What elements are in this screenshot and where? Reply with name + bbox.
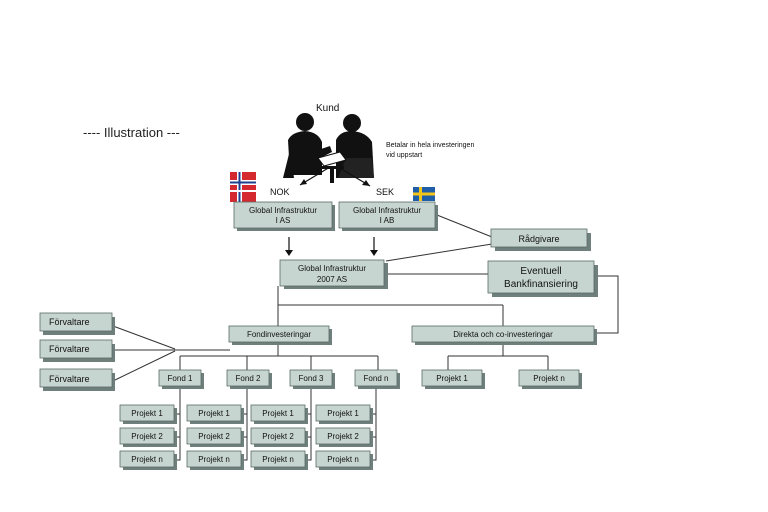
direct-project-box-n: Projekt n — [518, 369, 582, 389]
manager-label: Förvaltare — [49, 317, 90, 327]
sweden-flag-icon — [413, 187, 435, 201]
currency-nok: NOK — [270, 187, 290, 197]
fund-project-label: Projekt 1 — [198, 409, 230, 418]
illustration-label: ---- Illustration --- — [83, 125, 180, 140]
fund-projects-col-1: Projekt 1 Projekt 2 Projekt n — [119, 404, 177, 470]
client-note-line2: vid uppstart — [386, 152, 422, 159]
entity-as-line1: Global Infrastruktur — [249, 206, 317, 215]
fund-project-label: Projekt 2 — [327, 432, 359, 441]
entity-ab-line2: I AB — [380, 216, 395, 225]
bank-line2: Bankfinansiering — [504, 279, 578, 290]
fund-label: Fond n — [364, 374, 389, 383]
entity-ab-line1: Global Infrastruktur — [353, 206, 421, 215]
fund-box-1: Fond 1 — [158, 369, 204, 389]
fund-project-label: Projekt 2 — [198, 432, 230, 441]
main-entity-box: Global Infrastruktur 2007 AS — [279, 259, 388, 289]
fund-box-2: Fond 2 — [226, 369, 272, 389]
bank-line1: Eventuell — [520, 266, 561, 277]
fund-label: Fond 2 — [236, 374, 261, 383]
norway-flag-icon — [230, 172, 256, 202]
client-note-line1: Betalar in hela investeringen — [386, 142, 474, 149]
direct-investments-box: Direkta och co-investeringar — [411, 325, 597, 345]
advisor-label: Rådgivare — [518, 234, 559, 244]
manager-box-1: Förvaltare — [39, 312, 115, 335]
businessmen-illustration — [283, 113, 374, 183]
fund-project-label: Projekt n — [198, 455, 230, 464]
fund-projects-col-n: Projekt 1 Projekt 2 Projekt n — [315, 404, 373, 470]
client-label: Kund — [316, 103, 339, 114]
direct-project-label: Projekt 1 — [436, 374, 468, 383]
fund-project-label: Projekt 1 — [131, 409, 163, 418]
fund-investments-box: Fondinvesteringar — [228, 325, 332, 345]
direct-project-label: Projekt n — [533, 374, 565, 383]
fund-project-label: Projekt 1 — [327, 409, 359, 418]
bank-financing-box: Eventuell Bankfinansiering — [487, 260, 598, 297]
fund-project-label: Projekt 2 — [262, 432, 294, 441]
main-entity-line2: 2007 AS — [317, 275, 347, 284]
currency-sek: SEK — [376, 187, 394, 197]
fund-box-n: Fond n — [354, 369, 400, 389]
entity-as-line2: I AS — [276, 216, 291, 225]
fund-label: Fond 1 — [168, 374, 193, 383]
fund-project-label: Projekt 2 — [131, 432, 163, 441]
manager-label: Förvaltare — [49, 344, 90, 354]
fund-project-label: Projekt n — [131, 455, 163, 464]
funding-arrows — [285, 237, 378, 256]
fund-project-label: Projekt 1 — [262, 409, 294, 418]
direct-project-box-1: Projekt 1 — [421, 369, 485, 389]
fund-investments-label: Fondinvesteringar — [247, 330, 311, 339]
fund-project-label: Projekt n — [327, 455, 359, 464]
manager-label: Förvaltare — [49, 374, 90, 384]
manager-box-3: Förvaltare — [39, 368, 115, 391]
advisor-box: Rådgivare — [490, 228, 591, 251]
main-entity-line1: Global Infrastruktur — [298, 264, 366, 273]
manager-box-2: Förvaltare — [39, 339, 115, 362]
fund-label: Fond 3 — [299, 374, 324, 383]
fund-project-label: Projekt n — [262, 455, 294, 464]
entity-as-box: Global Infrastruktur I AS — [233, 201, 335, 231]
fund-projects-col-2: Projekt 1 Projekt 2 Projekt n — [186, 404, 244, 470]
fund-projects-col-3: Projekt 1 Projekt 2 Projekt n — [250, 404, 308, 470]
fund-box-3: Fond 3 — [289, 369, 335, 389]
entity-ab-box: Global Infrastruktur I AB — [338, 201, 438, 231]
direct-investments-label: Direkta och co-investeringar — [453, 330, 553, 339]
